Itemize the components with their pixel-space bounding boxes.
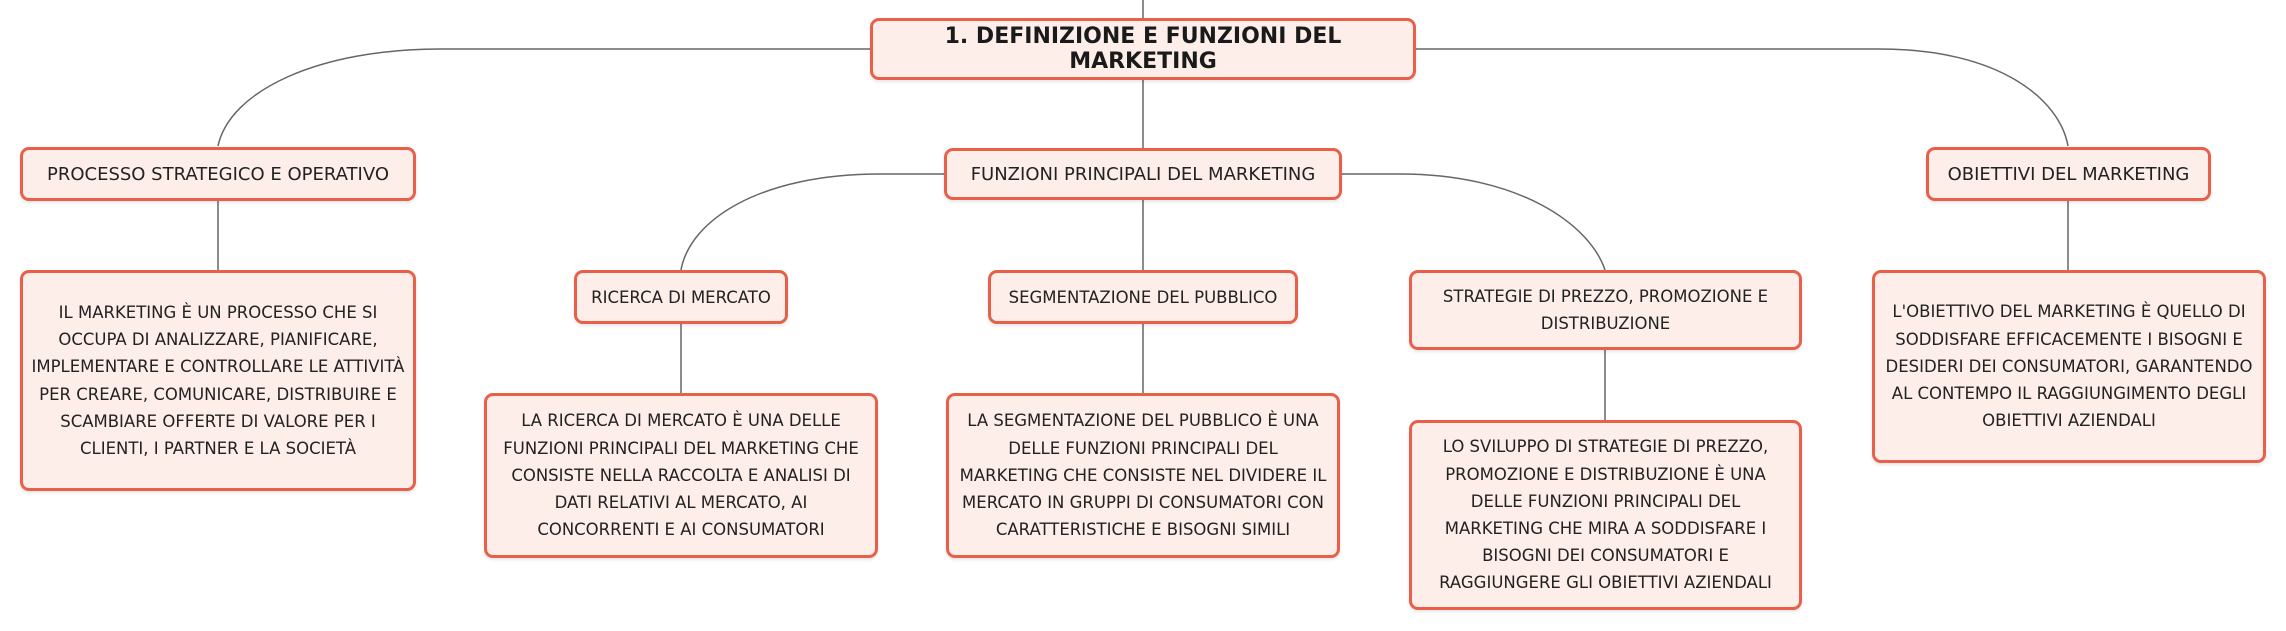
topic-processo-strategico[interactable]: PROCESSO STRATEGICO E OPERATIVO [20, 147, 416, 201]
detail-segmentazione-text: LA SEGMENTAZIONE DEL PUBBLICO È UNA DELL… [959, 411, 1327, 540]
topic-funzioni-principali-label: FUNZIONI PRINCIPALI DEL MARKETING [970, 163, 1316, 185]
topic-funzioni-principali[interactable]: FUNZIONI PRINCIPALI DEL MARKETING [944, 148, 1342, 200]
detail-processo-text: IL MARKETING È UN PROCESSO CHE SI OCCUPA… [31, 302, 405, 458]
topic-segmentazione[interactable]: SEGMENTAZIONE DEL PUBBLICO [988, 270, 1298, 324]
topic-ricerca-di-mercato[interactable]: RICERCA DI MERCATO [574, 270, 788, 324]
connector-root-processo [217, 48, 870, 147]
detail-obiettivi[interactable]: L'OBIETTIVO DEL MARKETING È QUELLO DI SO… [1872, 270, 2266, 463]
topic-obiettivi[interactable]: OBIETTIVI DEL MARKETING [1926, 147, 2211, 201]
detail-ricerca[interactable]: LA RICERCA DI MERCATO È UNA DELLE FUNZIO… [484, 393, 878, 558]
topic-strategie[interactable]: STRATEGIE DI PREZZO, PROMOZIONE E DISTRI… [1409, 270, 1802, 350]
root-topic[interactable]: 1. DEFINIZIONE E FUNZIONI DEL MARKETING [870, 18, 1416, 80]
connector-funzioni-ricerca [680, 173, 944, 271]
detail-segmentazione[interactable]: LA SEGMENTAZIONE DEL PUBBLICO È UNA DELL… [946, 393, 1340, 558]
detail-obiettivi-text: L'OBIETTIVO DEL MARKETING È QUELLO DI SO… [1885, 302, 2253, 431]
topic-ricerca-di-mercato-label: RICERCA DI MERCATO [591, 287, 771, 307]
topic-strategie-label: STRATEGIE DI PREZZO, PROMOZIONE E DISTRI… [1442, 287, 1769, 333]
root-topic-label: 1. DEFINIZIONE E FUNZIONI DEL MARKETING [944, 24, 1342, 74]
connector-funzioni-strategie [1342, 173, 1606, 271]
detail-processo[interactable]: IL MARKETING È UN PROCESSO CHE SI OCCUPA… [20, 270, 416, 491]
connector-root-obiettivi [1416, 48, 2069, 147]
detail-strategie-text: LO SVILUPPO DI STRATEGIE DI PREZZO, PROM… [1439, 437, 1772, 593]
detail-ricerca-text: LA RICERCA DI MERCATO È UNA DELLE FUNZIO… [503, 411, 859, 540]
topic-obiettivi-label: OBIETTIVI DEL MARKETING [1947, 163, 2190, 185]
topic-processo-strategico-label: PROCESSO STRATEGICO E OPERATIVO [46, 163, 390, 185]
detail-strategie[interactable]: LO SVILUPPO DI STRATEGIE DI PREZZO, PROM… [1409, 420, 1802, 610]
topic-segmentazione-label: SEGMENTAZIONE DEL PUBBLICO [1008, 287, 1278, 307]
